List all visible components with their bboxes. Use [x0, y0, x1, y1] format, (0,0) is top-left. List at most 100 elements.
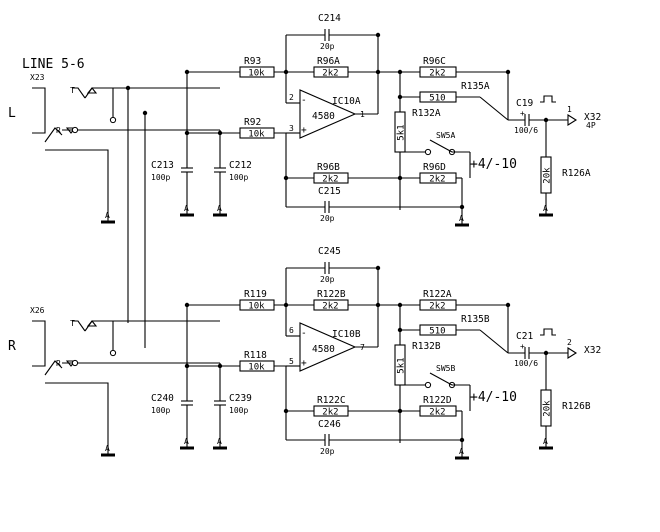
junction-dot [543, 117, 549, 123]
ground-label: A [184, 437, 189, 446]
junction-dot [375, 69, 381, 75]
open-terminal [424, 148, 432, 156]
output-resistor-value: 2k2 [429, 302, 445, 312]
low-resistor2-value: 2k2 [429, 175, 445, 185]
load-resistor-value: 20k [543, 167, 553, 184]
junction-dot [505, 69, 511, 75]
opamp-minus: - [301, 95, 307, 106]
switch-resistor-name: R135B [461, 314, 490, 325]
junction-dot [459, 204, 465, 210]
load-resistor-name: R126A [562, 168, 591, 179]
output-connector: X32 [584, 112, 601, 123]
opamp-plus: + [301, 358, 307, 369]
feedback-resistor-value: 2k2 [322, 302, 338, 312]
opamp-name: IC10B [332, 329, 361, 340]
output-pin: 1 [567, 105, 572, 114]
opamp-pin-inv: 6 [289, 326, 294, 335]
junction-dot [217, 130, 223, 136]
feedback-cap-name: C214 [318, 13, 341, 24]
opamp-minus: - [301, 328, 307, 339]
ground-label: A [105, 444, 110, 453]
junction-dot [397, 408, 403, 414]
input-resistor-bottom-name: R118 [244, 350, 267, 361]
wire [540, 328, 556, 336]
junction-dot [283, 175, 289, 181]
opamp-pin-noninv: 3 [289, 124, 294, 133]
input-cap1-name: C213 [151, 160, 174, 171]
junction-dot [397, 175, 403, 181]
output-terminal [567, 347, 578, 359]
gain-label: +4/-10 [470, 157, 517, 172]
open-terminal [109, 349, 117, 357]
output-cap-plus: + [520, 342, 525, 351]
feedback-cap-value: 20p [320, 275, 335, 284]
low-resistor-value: 2k2 [322, 408, 338, 418]
opamp [299, 322, 357, 372]
jack-ring-label: R [56, 359, 61, 368]
opamp-type: 4580 [312, 111, 335, 122]
feedback-resistor-name: R96A [317, 56, 340, 67]
input-cap2-name: C212 [229, 160, 252, 171]
opamp-type: 4580 [312, 344, 335, 355]
open-terminal [109, 116, 117, 124]
low-resistor2-name: R96D [423, 162, 446, 173]
output-connector: X32 [584, 345, 601, 356]
gain-label: +4/-10 [470, 390, 517, 405]
junction-dot [375, 32, 381, 38]
ground-label: A [217, 437, 222, 446]
jack-ring-label: R [56, 126, 61, 135]
wire [44, 360, 63, 376]
output-cap-value: 100/6 [514, 126, 538, 135]
junction-dot [184, 302, 190, 308]
wire [45, 149, 109, 222]
junction-dot [375, 265, 381, 271]
wire [32, 87, 46, 134]
switch-resistor2-name: R132B [412, 341, 441, 352]
output-cap-name: C19 [516, 98, 533, 109]
ground-label: A [184, 204, 189, 213]
wire [44, 127, 63, 143]
input-cap1-value: 100p [151, 406, 170, 415]
channel-side-label: L [8, 106, 16, 121]
opamp-pin-inv: 2 [289, 93, 294, 102]
low-resistor-name: R96B [317, 162, 340, 173]
junction-dot [505, 302, 511, 308]
jack-tip-label: T [70, 319, 75, 328]
input-cap1-value: 100p [151, 173, 170, 182]
junction-dot [217, 363, 223, 369]
output-terminal [567, 114, 578, 126]
low-cap-name: C246 [318, 419, 341, 430]
junction-dot [375, 302, 381, 308]
input-resistor-bottom-value: 10k [248, 363, 265, 373]
junction-dot [543, 350, 549, 356]
ground-label: A [543, 437, 548, 446]
wire [72, 320, 86, 332]
low-cap-name: C215 [318, 186, 341, 197]
output-resistor-name: R122A [423, 289, 452, 300]
switch-resistor-value: 510 [429, 94, 445, 104]
output-pin: 2 [567, 338, 572, 347]
wire [479, 96, 509, 121]
ground-label: A [459, 214, 464, 223]
wire [84, 320, 220, 332]
wire [72, 87, 86, 99]
opamp [299, 89, 357, 139]
switch-resistor2-value: 5k1 [397, 124, 407, 140]
low-cap-value: 20p [320, 447, 335, 456]
channel-right: X26RATR10kR11910kR118AC240100pAC239100pI… [8, 246, 601, 460]
low-resistor-value: 2k2 [322, 175, 338, 185]
output-resistor-value: 2k2 [429, 69, 445, 79]
junction-dot [397, 302, 403, 308]
low-cap-value: 20p [320, 214, 335, 223]
input-resistor-top-value: 10k [248, 302, 265, 312]
junction-dot [283, 408, 289, 414]
input-cap2-value: 100p [229, 173, 248, 182]
junction-dot [397, 94, 403, 100]
jack-tip-label: T [70, 86, 75, 95]
wire [84, 87, 220, 99]
opamp-plus: + [301, 125, 307, 136]
opamp-name: IC10A [332, 96, 361, 107]
open-terminal [424, 381, 432, 389]
feedback-resistor-name: R122B [317, 289, 346, 300]
feedback-resistor-value: 2k2 [322, 69, 338, 79]
